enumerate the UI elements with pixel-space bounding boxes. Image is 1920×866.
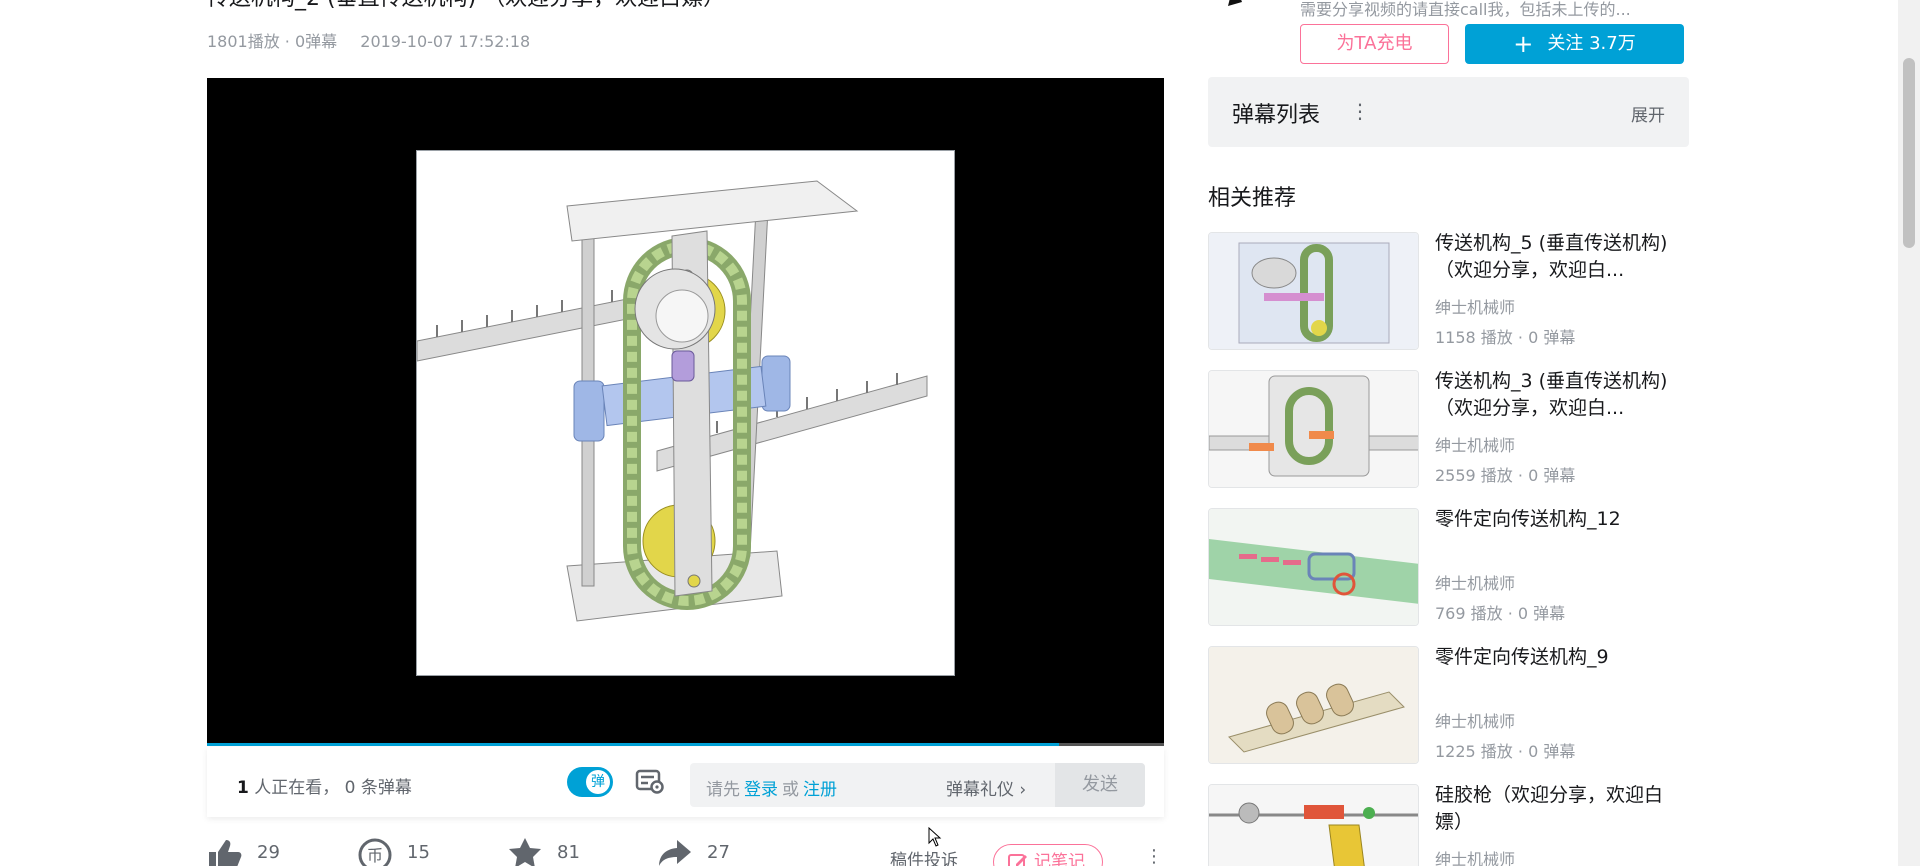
coin-icon: 币 — [358, 838, 392, 866]
viewer-text: 人正在看， — [248, 778, 340, 798]
more-options-icon[interactable]: ⋮ — [1145, 846, 1163, 866]
recommend-author[interactable]: 绅士机械师 — [1435, 436, 1516, 455]
recommend-thumbnail[interactable] — [1208, 646, 1419, 764]
viewer-info: 1 人正在看， 0 条弹幕 — [237, 773, 412, 798]
like-button[interactable]: 29 — [207, 838, 280, 866]
recommend-item[interactable]: 零件定向传送机构_9 绅士机械师 1225 播放 · 0 弹幕 — [1208, 646, 1689, 766]
video-frame — [416, 150, 955, 676]
danmaku-input[interactable]: 请先登录或注册 弹幕礼仪 › 发送 — [690, 763, 1145, 807]
recommend-author[interactable]: 绅士机械师 — [1435, 712, 1516, 731]
play-count: 1801播放 · 0弹幕 — [207, 32, 338, 51]
mouse-cursor-icon — [928, 827, 942, 847]
recommend-stats: 1225 播放 · 0 弹幕 — [1435, 742, 1576, 761]
video-progress-fill — [207, 743, 1059, 746]
register-link[interactable]: 注册 — [803, 780, 837, 800]
report-link[interactable]: 稿件投诉 — [890, 851, 958, 866]
note-button[interactable]: 记笔记 — [993, 844, 1103, 866]
recommend-item[interactable]: 传送机构_5 (垂直传送机构) （欢迎分享，欢迎白... 绅士机械师 1158 … — [1208, 232, 1689, 352]
login-prompt: 请先 — [706, 780, 740, 800]
thumbnail-image — [1209, 371, 1418, 487]
danmaku-input-placeholder: 请先登录或注册 — [706, 775, 841, 800]
thumbnail-image — [1209, 233, 1418, 349]
follow-button[interactable]: + 关注 3.7万 — [1465, 24, 1684, 64]
recommend-thumbnail[interactable] — [1208, 784, 1419, 866]
recommend-title[interactable]: 传送机构_3 (垂直传送机构) （欢迎分享，欢迎白... — [1435, 370, 1668, 419]
star-icon — [509, 838, 541, 866]
recommend-author[interactable]: 绅士机械师 — [1435, 298, 1516, 317]
recommend-author[interactable]: 绅士机械师 — [1435, 850, 1516, 866]
like-count: 29 — [257, 842, 280, 863]
charge-button[interactable]: 为TA充电 — [1300, 24, 1449, 64]
recommend-title[interactable]: 传送机构_5 (垂直传送机构) （欢迎分享，欢迎白... — [1435, 232, 1668, 281]
danmaku-etiquette-link[interactable]: 弹幕礼仪 › — [946, 775, 1026, 800]
coin-button[interactable]: 币 15 — [357, 838, 430, 866]
danmaku-settings-icon[interactable] — [635, 768, 665, 794]
recommend-thumbnail[interactable] — [1208, 370, 1419, 488]
note-label: 记笔记 — [1034, 852, 1085, 866]
danmaku-list-label: 弹幕列表 — [1232, 103, 1321, 128]
thumbnail-image — [1209, 785, 1418, 866]
send-button[interactable]: 发送 — [1055, 763, 1145, 807]
pencil-icon — [1008, 854, 1027, 866]
svg-text:币: 币 — [367, 846, 383, 865]
video-title: 传送机构_2 (垂直传送机构) （欢迎分享，欢迎白嫖） — [207, 0, 725, 12]
recommend-item[interactable]: 传送机构_3 (垂直传送机构) （欢迎分享，欢迎白... 绅士机械师 2559 … — [1208, 370, 1689, 490]
scrollbar-thumb[interactable] — [1903, 58, 1915, 248]
plus-icon: + — [1513, 30, 1534, 58]
recommend-stats: 1158 播放 · 0 弹幕 — [1435, 328, 1576, 347]
publish-date: 2019-10-07 17:52:18 — [360, 32, 531, 51]
expand-button[interactable]: 展开 — [1631, 106, 1665, 126]
coin-count: 15 — [407, 842, 430, 863]
danmaku-bar: 1 人正在看， 0 条弹幕 弹 请先登录或注册 弹幕礼仪 › 发送 — [207, 747, 1164, 817]
danmaku-toggle-label: 弹 — [586, 770, 610, 794]
favorite-count: 81 — [557, 842, 580, 863]
recommend-title[interactable]: 零件定向传送机构_9 — [1435, 646, 1609, 668]
recommend-thumbnail[interactable] — [1208, 232, 1419, 350]
video-meta: 1801播放 · 0弹幕 2019-10-07 17:52:18 — [207, 28, 530, 52]
viewer-count: 1 — [237, 778, 249, 798]
uploader-description: 需要分享视频的请直接call我，包括未上传的... — [1300, 0, 1631, 19]
recommend-heading: 相关推荐 — [1208, 186, 1297, 211]
login-link[interactable]: 登录 — [744, 780, 778, 800]
action-row: 29 币 15 81 27 稿件投诉 记笔记 ⋮ — [207, 838, 1164, 866]
thumbnail-image — [1209, 509, 1418, 625]
more-vertical-icon[interactable]: ⋮ — [1350, 99, 1370, 123]
or-text: 或 — [782, 780, 799, 800]
follow-label: 关注 3.7万 — [1547, 33, 1636, 54]
danmaku-count: 0 条弹幕 — [339, 778, 412, 798]
recommend-stats: 2559 播放 · 0 弹幕 — [1435, 466, 1576, 485]
thumbnail-image — [1209, 647, 1418, 763]
thumbs-up-icon — [209, 840, 242, 866]
share-button[interactable]: 27 — [657, 838, 730, 866]
page-scrollbar[interactable] — [1898, 0, 1920, 866]
danmaku-etiquette-label: 弹幕礼仪 — [946, 780, 1014, 800]
recommend-author[interactable]: 绅士机械师 — [1435, 574, 1516, 593]
share-icon — [659, 840, 691, 866]
recommend-stats: 769 播放 · 0 弹幕 — [1435, 604, 1566, 623]
recommend-item[interactable]: 硅胶枪（欢迎分享，欢迎白嫖） 绅士机械师 — [1208, 784, 1689, 866]
video-player[interactable] — [207, 78, 1164, 747]
favorite-button[interactable]: 81 — [507, 838, 580, 866]
uploader-avatar[interactable] — [1208, 0, 1268, 22]
video-progress-bar[interactable] — [207, 743, 1164, 746]
recommend-title[interactable]: 零件定向传送机构_12 — [1435, 508, 1621, 530]
recommend-title[interactable]: 硅胶枪（欢迎分享，欢迎白嫖） — [1435, 784, 1664, 833]
danmaku-list-panel[interactable]: 弹幕列表 ⋮ 展开 — [1208, 77, 1689, 147]
mechanism-illustration — [416, 180, 928, 622]
danmaku-toggle[interactable]: 弹 — [567, 767, 613, 797]
recommend-item[interactable]: 零件定向传送机构_12 绅士机械师 769 播放 · 0 弹幕 — [1208, 508, 1689, 628]
chevron-right-icon: › — [1019, 780, 1027, 800]
video-screen[interactable] — [207, 78, 1164, 746]
share-count: 27 — [707, 842, 730, 863]
recommend-thumbnail[interactable] — [1208, 508, 1419, 626]
